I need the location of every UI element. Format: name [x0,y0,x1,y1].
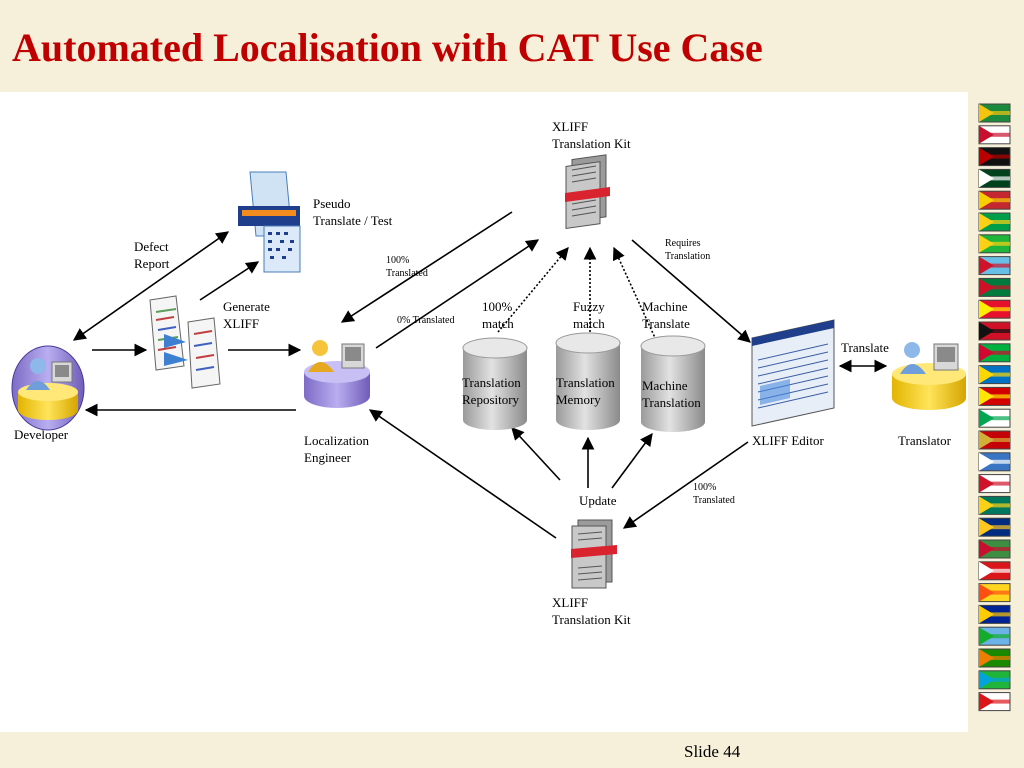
arrow-kit-to-editor [631,239,751,343]
generate-xliff-docs-icon [149,295,221,389]
lesser-flag [978,539,1011,559]
kyrgyz-flag [978,299,1011,319]
tanzania-flag [978,234,1011,254]
developer-label: Developer [14,427,69,442]
malta-flag [978,474,1011,494]
translated-100-left-label: 100%Translated [386,255,428,279]
fiji-flag [978,256,1011,276]
lesotho-flag [978,125,1011,145]
arrow-generate-pseudo [199,261,260,301]
developer-persona-icon [11,345,85,431]
translator-persona-icon [892,342,966,410]
oman-flag [978,561,1011,581]
translated-100-right-label: 100%Translated [693,482,735,506]
caribbean-flag [978,365,1011,385]
arrow-update-machine [611,432,653,489]
arrow-developer-defect [72,231,230,341]
comoros-flag [978,452,1011,472]
arrow-editor-to-kit [622,441,749,529]
page-title: Automated Localisation with CAT Use Case [12,25,763,70]
title-band [0,0,1024,92]
zambia-flag [978,648,1011,668]
lebanon-flag [978,408,1011,428]
translate-label: Translate [841,340,889,355]
xliff-editor-label: XLIFF Editor [752,433,824,448]
papua-flag [978,321,1011,341]
jordan-flag [978,277,1011,297]
translation-kit-top-icon [565,154,610,230]
arrow-machine-to-kit [612,246,657,341]
update-label: Update [579,493,617,508]
slide-number: Slide 44 [684,742,741,761]
macau-flag [978,495,1011,515]
arrows [72,211,888,539]
arrow-kit-to-le-100 [340,211,513,323]
pseudo-translate-printer-icon [238,171,301,273]
tanzania-2-flag [978,670,1011,690]
pakistan-flag [978,168,1011,188]
macedonia-flag [978,386,1011,406]
nauru-flag [978,517,1011,537]
bosnia-flag [978,604,1011,624]
djibouti-flag [978,626,1011,646]
match-100-label: 100%match [482,299,514,331]
montenegro-flag [978,430,1011,450]
arrow-update-repo [511,427,561,481]
localization-engineer-icon [304,340,370,408]
oman-2-flag [978,692,1011,712]
guyana-flag [978,212,1011,232]
arrow-le-to-tm-0 [375,239,540,349]
translator-label: Translator [898,433,951,448]
bhutan-flag [978,583,1011,603]
kenya-flag [978,147,1011,167]
jamaica-flag [978,103,1011,123]
arrow-kit-to-le [368,409,557,539]
flag-layer [978,103,1011,712]
wales-flag [978,343,1011,363]
cylinder-translation-repository [462,337,528,430]
xliff-editor-window-icon [751,319,835,427]
cylinder-translation-memory [555,332,621,430]
footer-band [0,732,1024,768]
translated-0-label: 0% Translated [397,315,455,326]
mongolia-flag [978,190,1011,210]
translation-kit-bottom-icon [571,519,617,589]
cylinder-machine-translation [640,335,706,432]
